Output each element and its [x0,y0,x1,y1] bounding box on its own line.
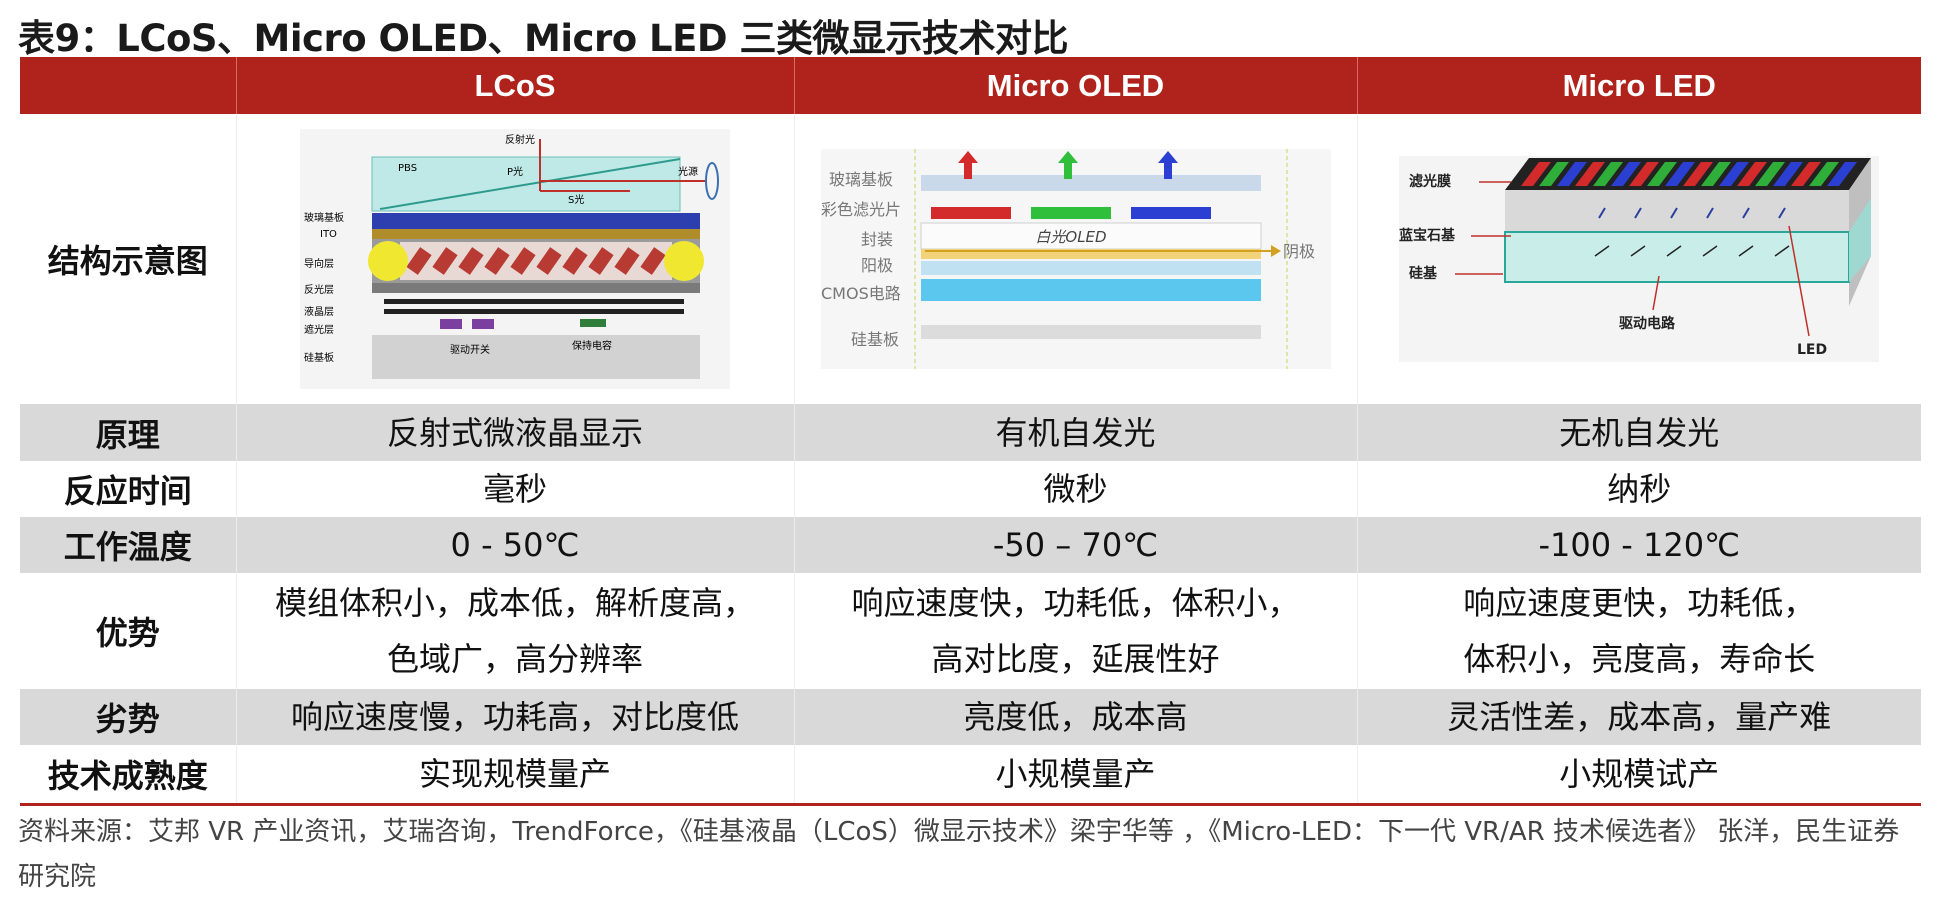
lcos-label-align: 导向层 [304,257,334,270]
cell-microled: -100 - 120℃ [1356,517,1921,573]
lcos-label-ito: ITO [320,229,337,240]
oled-label-cmos: CMOS电路 [821,284,901,303]
lcos-label-glass: 玻璃基板 [304,211,344,224]
row-label: 工作温度 [20,517,236,573]
cell-microled: 灵活性差，成本高，量产难 [1356,689,1921,745]
oled-label-seal: 封装 [861,230,893,249]
cell-oled: 响应速度快，功耗低，体积小， 高对比度，延展性好 [793,573,1357,689]
cell-oled: 有机自发光 [793,404,1357,461]
lcos-label-capacitor: 保持电容 [572,339,612,352]
microled-label-led: LED [1797,342,1827,358]
cell-microled: 响应速度更快，功耗低， 体积小，亮度高，寿命长 [1356,573,1921,689]
cell-lcos: 0 - 50℃ [235,517,794,573]
cell-oled: 微秒 [793,461,1357,517]
table-row: 优势 模组体积小，成本低，解析度高， 色域广，高分辨率 响应速度快，功耗低，体积… [20,573,1921,689]
source-note: 资料来源：艾邦 VR 产业资讯，艾瑞咨询，TrendForce，《硅基液晶（LC… [18,817,1900,892]
lcos-diagram-cell: 反射光 PBS P光 S光 光源 [235,114,794,404]
oled-diagram-cell: 白光OLED 玻璃基板 彩色滤光片 封装 阳极 CMOS电路 硅基板 阴极 [793,114,1357,404]
lcos-label-source: 光源 [678,165,698,178]
comparison-table: LCoS Micro OLED Micro LED 结构示意图 反射光 PBS … [20,57,1921,803]
cell-lcos: 实现规模量产 [235,745,794,803]
lcos-label-reflect: 反射光 [505,133,535,146]
table-row: 工作温度 0 - 50℃ -50 – 70℃ -100 - 120℃ [20,517,1921,573]
lcos-label-pbs: PBS [398,163,417,174]
microled-diagram-cell: 滤光膜 蓝宝石基 硅基 驱动电路 LED [1356,114,1921,404]
cell-microled: 纳秒 [1356,461,1921,517]
oled-label-anode: 阳极 [861,256,893,275]
oled-label-filter: 彩色滤光片 [821,200,901,219]
microled-label-driver: 驱动电路 [1619,315,1676,332]
table-title: 表9：LCoS、Micro OLED、Micro LED 三类微显示技术对比 [18,17,1068,60]
cell-oled: 小规模量产 [793,745,1357,803]
row-label-diagram: 结构示意图 [47,242,208,280]
table-bottom-rule [20,803,1921,806]
lcos-structure-diagram: 反射光 PBS P光 S光 光源 [300,129,730,389]
table-row: 反应时间 毫秒 微秒 纳秒 [20,461,1921,517]
oled-label-white: 白光OLED [1035,228,1106,246]
header-lcos: LCoS [236,57,795,114]
lcos-label-p: P光 [507,165,523,178]
lcos-label-s: S光 [568,193,584,206]
row-label: 劣势 [20,689,236,745]
lcos-label-switch: 驱动开关 [450,343,490,356]
cell-oled: -50 – 70℃ [793,517,1357,573]
cell-lcos: 毫秒 [235,461,794,517]
row-label: 反应时间 [63,472,192,510]
cell-lcos: 模组体积小，成本低，解析度高， 色域广，高分辨率 [235,573,794,689]
microled-label-si: 硅基 [1409,265,1438,282]
cell-microled: 小规模试产 [1356,745,1921,803]
lcos-label-si: 硅基板 [304,351,334,364]
oled-label-cathode: 阴极 [1283,242,1315,261]
oled-label-si: 硅基板 [851,330,899,349]
cell-microled: 无机自发光 [1356,404,1921,461]
microled-structure-diagram: 滤光膜 蓝宝石基 硅基 驱动电路 LED [1399,156,1880,362]
header-empty [20,57,237,114]
microled-label-filter: 滤光膜 [1409,173,1451,190]
row-label: 原理 [20,404,236,461]
cell-lcos: 反射式微液晶显示 [235,404,794,461]
header-micro-oled: Micro OLED [794,57,1358,114]
cell-oled: 亮度低，成本高 [793,689,1357,745]
lcos-label-mirror: 反光层 [304,283,334,296]
table-row: 原理 反射式微液晶显示 有机自发光 无机自发光 [20,404,1921,461]
oled-label-glass: 玻璃基板 [829,170,893,189]
row-label: 优势 [95,614,160,652]
lcos-label-shade: 遮光层 [304,323,334,336]
cell-lcos: 响应速度慢，功耗高，对比度低 [235,689,794,745]
microled-label-sapphire: 蓝宝石基 [1399,227,1456,244]
table-row: 技术成熟度 实现规模量产 小规模量产 小规模试产 [20,745,1921,803]
row-label: 技术成熟度 [47,757,208,795]
header-row: LCoS Micro OLED Micro LED [20,57,1921,114]
lcos-label-lc: 液晶层 [304,305,334,318]
table-row: 劣势 响应速度慢，功耗高，对比度低 亮度低，成本高 灵活性差，成本高，量产难 [20,689,1921,745]
oled-structure-diagram: 白光OLED 玻璃基板 彩色滤光片 封装 阳极 CMOS电路 硅基板 阴极 [820,149,1331,369]
diagram-row: 结构示意图 反射光 PBS P光 S光 光源 [20,114,1921,404]
header-micro-led: Micro LED [1357,57,1921,114]
